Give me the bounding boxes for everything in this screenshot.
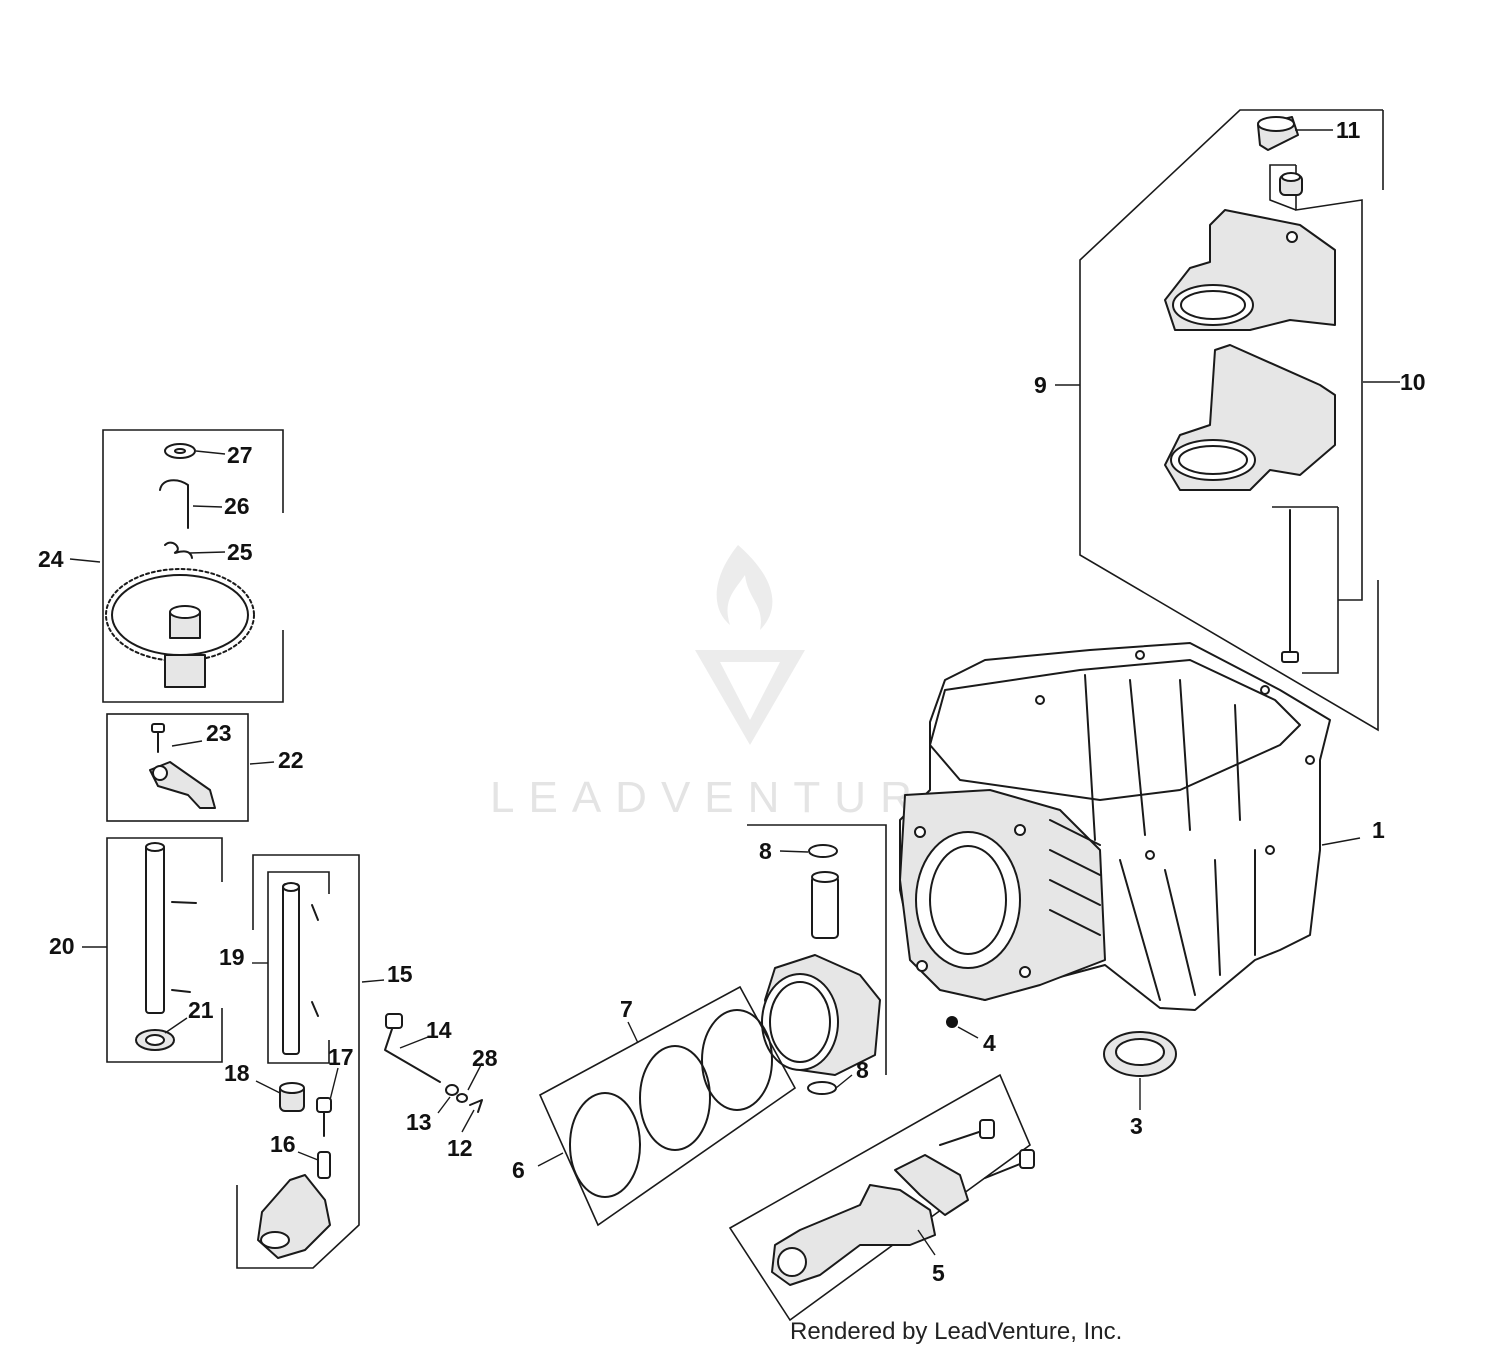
group-19-frame xyxy=(267,871,330,1064)
part-20-shaft xyxy=(145,842,197,1014)
callout-12: 12 xyxy=(447,1135,473,1161)
callout-19: 19 xyxy=(219,944,245,970)
part-12-clip xyxy=(469,1099,483,1113)
breather-housing-lower xyxy=(1164,344,1336,491)
piston-rings xyxy=(569,1009,773,1198)
group-5-frame xyxy=(728,1073,1031,1322)
part-13-washer xyxy=(445,1084,468,1103)
callout-14: 14 xyxy=(426,1017,452,1043)
callout-16: 16 xyxy=(270,1131,296,1157)
callout-18: 18 xyxy=(224,1060,250,1086)
group-15-frame xyxy=(236,854,360,1269)
callout-11: 11 xyxy=(1336,117,1361,143)
part-23-screw xyxy=(151,723,165,753)
leader-lines xyxy=(69,129,1400,1256)
oil-pump-housing xyxy=(257,1174,331,1259)
part-16-pin xyxy=(317,1151,331,1179)
callout-3: 3 xyxy=(1130,1113,1143,1139)
callout-8-upper: 8 xyxy=(759,838,772,864)
callout-labels: 11 10 9 1 3 4 8 8 7 6 5 24 27 26 25 22 2… xyxy=(38,117,1426,1286)
part-25-spring xyxy=(164,541,193,559)
group-24-frame xyxy=(102,429,284,703)
part-10-bushing xyxy=(1279,172,1303,196)
callout-10: 10 xyxy=(1400,369,1426,395)
callout-26: 26 xyxy=(224,493,250,519)
group-6-7-frame xyxy=(538,985,797,1227)
callout-27: 27 xyxy=(227,442,253,468)
group-20-frame xyxy=(106,837,223,1063)
callout-22: 22 xyxy=(278,747,304,773)
callout-24: 24 xyxy=(38,546,64,572)
watermark-text: LEADVENTURE xyxy=(490,773,969,822)
callout-20: 20 xyxy=(49,933,75,959)
callout-13: 13 xyxy=(406,1109,432,1135)
callout-5: 5 xyxy=(932,1260,945,1286)
callout-15: 15 xyxy=(387,961,413,987)
part-17-bolt xyxy=(316,1097,332,1137)
part-1-crankcase xyxy=(899,642,1331,1011)
callout-7: 7 xyxy=(620,996,633,1022)
callout-9: 9 xyxy=(1034,372,1047,398)
part-8-clip-upper xyxy=(808,844,838,858)
leadventure-watermark: LEADVENTURE xyxy=(490,545,969,822)
callout-6: 6 xyxy=(512,1157,525,1183)
part-18-fitting xyxy=(279,1082,305,1112)
connecting-rod xyxy=(771,1154,969,1286)
piston xyxy=(761,954,881,1076)
callout-8-lower: 8 xyxy=(856,1057,869,1083)
group-22-frame xyxy=(106,713,249,822)
rod-bolts xyxy=(939,1119,1035,1179)
part-27-washer xyxy=(164,443,196,459)
part-19-shaft xyxy=(282,882,319,1055)
group-9-frame xyxy=(1079,109,1384,732)
long-bolt xyxy=(1281,509,1299,663)
render-credit: Rendered by LeadVenture, Inc. xyxy=(790,1318,1123,1345)
callout-21: 21 xyxy=(188,997,214,1023)
part-21-washer xyxy=(135,1029,175,1051)
governor-gear xyxy=(105,568,255,688)
part-26-lever xyxy=(159,479,189,529)
callout-23: 23 xyxy=(206,720,232,746)
callout-28: 28 xyxy=(472,1045,498,1071)
part-14-tube xyxy=(384,1013,441,1083)
part-8-piston-pin xyxy=(811,871,839,939)
breather-housing-upper xyxy=(1164,209,1336,331)
group-8-frame xyxy=(747,824,887,1075)
callout-4: 4 xyxy=(983,1030,996,1056)
part-3-oil-seal xyxy=(1103,1031,1177,1077)
part-11-cap xyxy=(1257,116,1299,151)
callout-17: 17 xyxy=(328,1044,354,1070)
part-8-clip-lower xyxy=(807,1081,837,1095)
governor-cross-shaft-lever xyxy=(149,761,216,809)
part-4-ball xyxy=(946,1016,958,1028)
callout-25: 25 xyxy=(227,539,253,565)
callout-1: 1 xyxy=(1372,817,1385,843)
